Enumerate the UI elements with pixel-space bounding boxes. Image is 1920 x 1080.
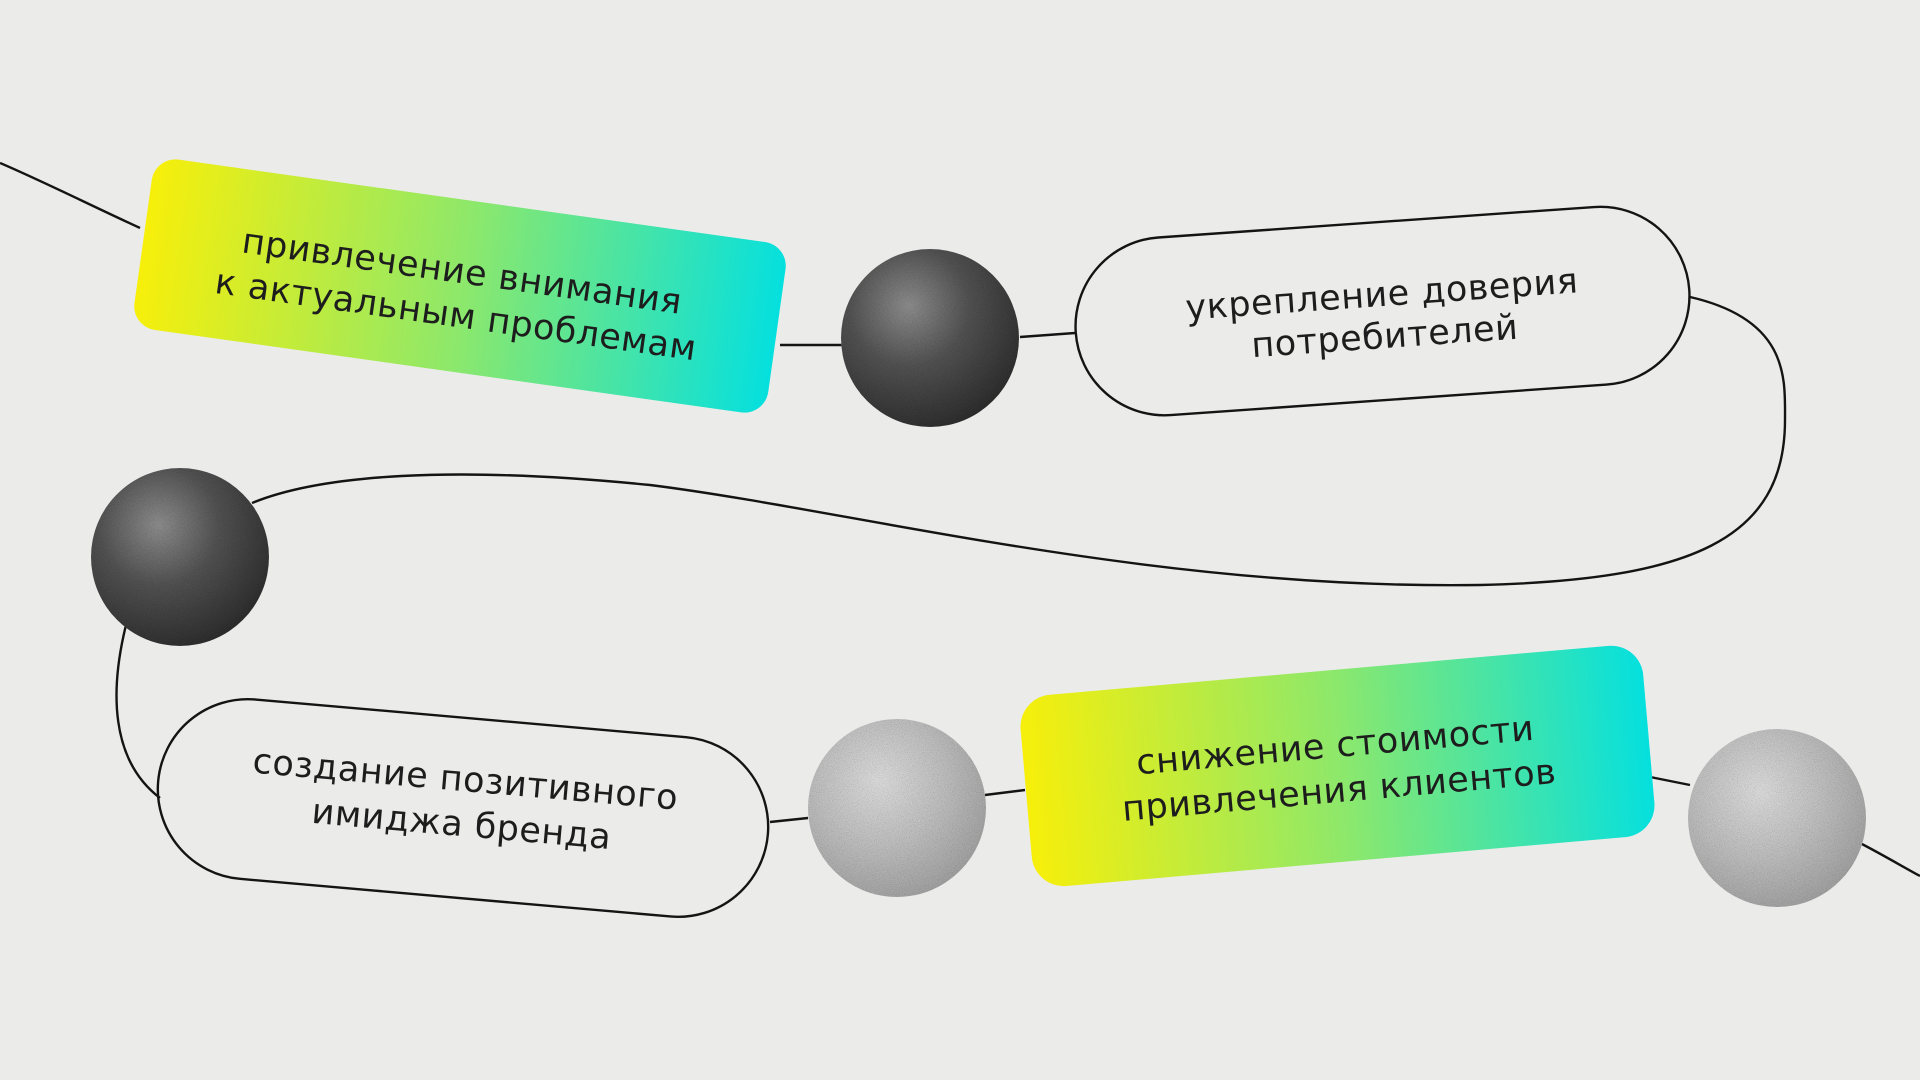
card-attention-bg — [134, 159, 786, 413]
sphere-light-middle — [808, 719, 986, 897]
sphere-dark-left — [91, 468, 269, 646]
flow-line — [0, 161, 1920, 878]
card-trust: укрепление доверия потребителей — [1074, 205, 1691, 417]
sphere-light-right — [1688, 729, 1866, 907]
card-image: создание позитивного имиджа бренда — [156, 697, 770, 919]
card-attention: привлечение внимания к актуальным пробле… — [134, 159, 786, 413]
card-trust-outline — [1074, 205, 1691, 417]
card-cost: снижение стоимости привлечения клиентов — [1020, 645, 1655, 887]
card-image-outline — [156, 697, 770, 919]
sphere-dark-top — [841, 249, 1019, 427]
card-cost-bg — [1020, 645, 1655, 887]
